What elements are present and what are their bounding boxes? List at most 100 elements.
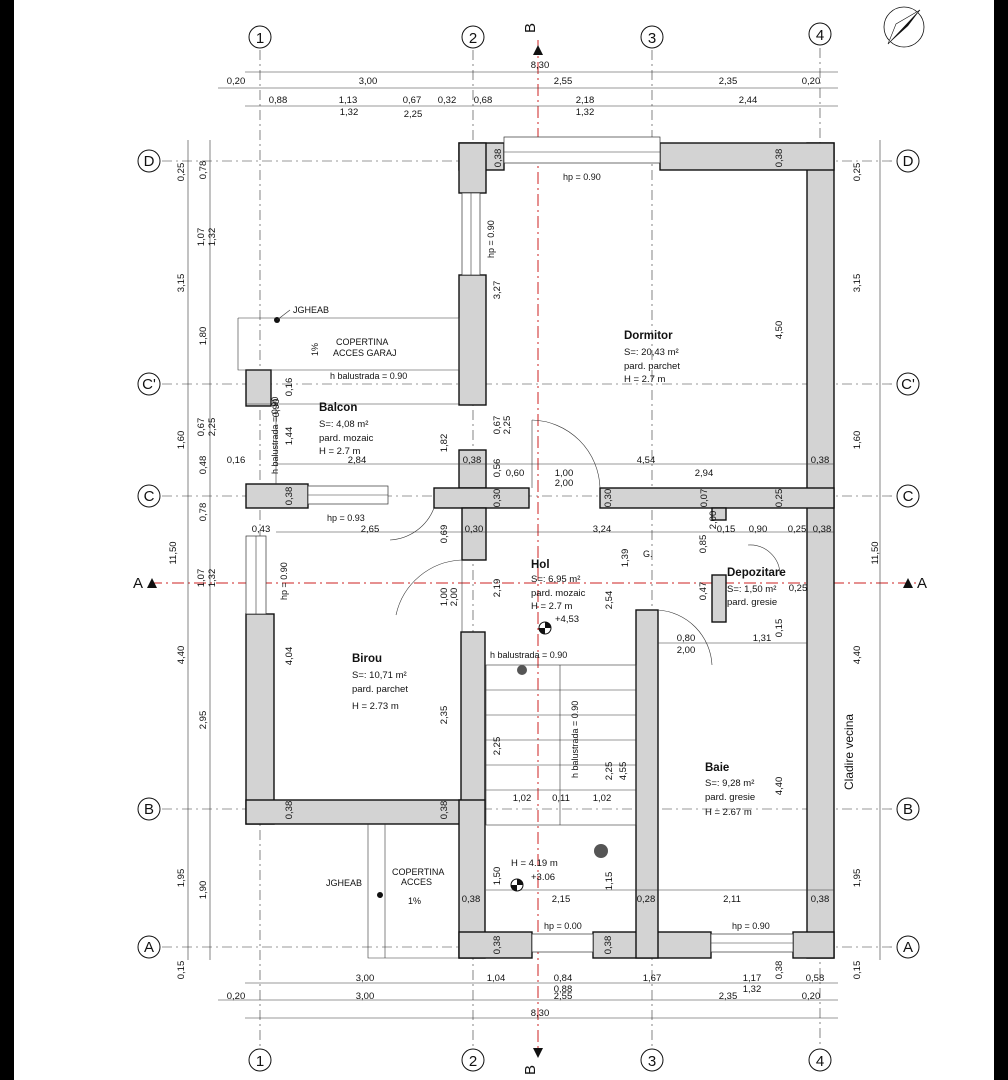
left-inner-11: 1,32	[207, 569, 218, 588]
hp-birou: hp = 0.90	[279, 562, 289, 600]
copertina-acces-2: ACCES	[401, 877, 432, 887]
dormitor-height: H = 2.7 m	[624, 374, 666, 385]
balcon-floor: pard. mozaic	[319, 433, 374, 444]
axis-cprime-left: C'	[142, 376, 156, 393]
dim-030c: 0,30	[465, 524, 484, 535]
hp-hol-bottom: hp = 0.00	[544, 921, 582, 931]
landing-level: +3.06	[531, 872, 555, 883]
bottom-dimensions: 3,00 1,04 0,84 1,67 1,17 0,58 0,88 1,32 …	[218, 973, 838, 1019]
dim-090b: 0,90	[271, 399, 282, 418]
birou-height: H = 2.73 m	[352, 701, 399, 712]
bot-dim-r2-1: 0,20	[227, 991, 246, 1002]
baie-floor: pard. gresie	[705, 792, 755, 803]
dormitor-name: Dormitor	[624, 330, 673, 342]
dim-454: 4,54	[637, 455, 656, 466]
grid-axes-bottom: 1 2 3 4	[248, 1048, 832, 1072]
windows	[245, 136, 794, 953]
h-balustrada-stairs: h balustrada = 0.90	[570, 701, 580, 778]
dormitor-floor: pard. parchet	[624, 361, 680, 372]
top-dim-r2-6: 2,18	[576, 95, 595, 106]
dim-100b: 1,00	[439, 588, 450, 607]
slope-top: 1%	[310, 343, 320, 356]
depozitare-name: Depozitare	[727, 567, 786, 579]
dormitor-area: S=: 20,43 m²	[624, 347, 679, 358]
hp-dormitor-side: hp = 0.90	[486, 220, 496, 258]
inner-dimensions: 0,38 0,38 3,27 4,50 0,67 2,25 0,38 0,56 …	[252, 149, 832, 980]
top-dim-4: 2,35	[719, 76, 738, 87]
left-inner-10: 1,07	[196, 569, 207, 588]
bot-dim-8: 1,32	[743, 984, 762, 995]
grid-rows-right: D C' C B A	[896, 149, 920, 959]
left-inner-8: 0,16	[227, 455, 246, 466]
bot-dim-3: 0,84	[554, 973, 573, 984]
grid-axes-top: 1 2 3 4	[248, 22, 832, 49]
dim-030b: 0,30	[603, 489, 614, 508]
top-dim-r2b-3: 1,32	[576, 107, 595, 118]
h-balustrada-vert: h balustrada = 0.90	[270, 397, 280, 474]
room-dormitor: Dormitor S=: 20,43 m² pard. parchet H = …	[624, 330, 680, 385]
left-dim-5: 4,40	[176, 646, 187, 665]
dim-028: 0,28	[637, 894, 656, 905]
left-dim-7: 0,15	[176, 961, 187, 980]
top-dim-1: 0,20	[227, 76, 246, 87]
axis-2-top: 2	[469, 30, 477, 47]
left-inner-1: 0,78	[198, 161, 209, 180]
dim-038h: 0,38	[439, 801, 450, 820]
dim-038f: 0,38	[813, 524, 832, 535]
dim-038j: 0,38	[811, 894, 830, 905]
jgheab-top: JGHEAB	[293, 305, 329, 315]
dim-080: 0,80	[677, 633, 696, 644]
top-dim-r2b-1: 1,32	[340, 107, 359, 118]
dim-015b: 0,15	[774, 619, 785, 638]
dim-102b: 1,02	[593, 793, 612, 804]
dim-038i: 0,38	[462, 894, 481, 905]
axis-c-left: C	[144, 488, 155, 505]
top-total-dim: 8,30	[531, 60, 550, 71]
right-dim-5: 4,40	[852, 646, 863, 665]
dim-016b: 0,16	[284, 378, 295, 397]
left-inner-9: 0,78	[198, 503, 209, 522]
birou-floor: pard. parchet	[352, 684, 408, 695]
section-b-top: B	[522, 23, 539, 33]
landing-level-marker-icon	[510, 878, 524, 892]
room-balcon: Balcon S=: 4,08 m² pard. mozaic H = 2.7 …	[319, 402, 374, 457]
axis-4-bottom: 4	[816, 1053, 824, 1070]
baie-area: S=: 9,28 m²	[705, 778, 754, 789]
dim-115: 1,15	[604, 872, 615, 891]
axis-a-right: A	[903, 939, 913, 956]
dim-182: 1,82	[439, 434, 450, 453]
dim-038k: 0,38	[492, 936, 503, 955]
dim-215: 2,15	[552, 894, 571, 905]
room-depozitare: Depozitare S=: 1,50 m² pard. gresie	[727, 567, 786, 608]
left-inner-7: 0,48	[198, 456, 209, 475]
dim-038b: 0,38	[774, 149, 785, 168]
hol-level: +4,53	[555, 614, 579, 625]
left-dim-1: 0,25	[176, 163, 187, 182]
right-dim-2: 3,15	[852, 274, 863, 293]
dim-038e: 0,38	[284, 487, 295, 506]
bot-total-dim: 8,30	[531, 1008, 550, 1019]
h-balustrada-balcon: h balustrada = 0.90	[330, 371, 407, 381]
section-a-right: A	[917, 575, 927, 592]
g-label: G.	[643, 549, 653, 559]
room-birou: Birou S=: 10,71 m² pard. parchet H = 2.7…	[352, 653, 408, 712]
bot-dim-1: 3,00	[356, 973, 375, 984]
bot-dim-r2-3: 2,55	[554, 991, 573, 1002]
axis-4-top: 4	[816, 27, 824, 44]
annotations: JGHEAB COPERTINA ACCES GARAJ 1% h balust…	[270, 172, 856, 931]
axis-3-bottom: 3	[648, 1053, 656, 1070]
dim-043: 0,43	[252, 524, 271, 535]
hol-floor: pard. mozaic	[531, 588, 586, 599]
left-dim-2: 3,15	[176, 274, 187, 293]
dim-102a: 1,02	[513, 793, 532, 804]
top-dim-r2-3: 0,67	[403, 95, 422, 106]
axis-3-top: 3	[648, 30, 656, 47]
bot-dim-4: 1,67	[643, 973, 662, 984]
left-inner-6: 2,25	[207, 418, 218, 437]
axis-1-bottom: 1	[256, 1053, 264, 1070]
jgheab-bottom: JGHEAB	[326, 878, 362, 888]
dim-324: 3,24	[593, 524, 612, 535]
dim-404: 4,04	[284, 647, 295, 666]
dim-219: 2,19	[492, 579, 503, 598]
birou-name: Birou	[352, 653, 382, 665]
